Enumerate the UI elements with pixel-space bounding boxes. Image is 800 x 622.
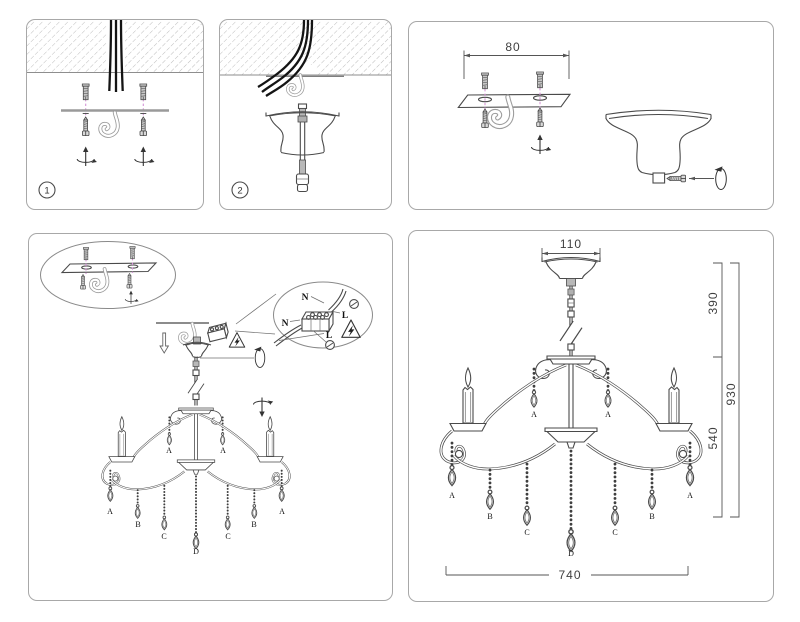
mounting-plate: [457, 93, 572, 109]
rotate-arrow-icon: [134, 145, 156, 167]
plate-detail: [60, 246, 158, 305]
rotate-arrow-icon: [253, 346, 266, 368]
crystal-label: A: [107, 507, 113, 516]
crystal-label: B: [135, 520, 140, 529]
wall-anchor-icon: [536, 71, 544, 89]
screw-icon: [536, 107, 544, 128]
callout-line: [234, 330, 276, 335]
plate-width-value: 80: [505, 40, 520, 54]
warning-triangle-icon: [341, 319, 361, 338]
crystal-label: C: [524, 528, 529, 537]
wire-label-live: L: [326, 331, 332, 341]
wiring-detail: N L N L: [273, 288, 361, 350]
rotate-arrow-icon: [714, 165, 727, 190]
drill-guide-lines: [85, 99, 144, 118]
ground-screw-icon: [325, 340, 335, 350]
crystal-label: A: [687, 491, 693, 500]
ground-screw-icon: [349, 299, 359, 309]
height-dimensions: 390 540 930: [706, 262, 740, 518]
fixture-width-value: 740: [558, 568, 581, 582]
callout-ellipse-plate: [40, 241, 176, 309]
step-number: 2: [237, 185, 242, 196]
ceiling-hook-icon: [98, 110, 120, 138]
dimension-110: 110: [541, 237, 601, 259]
fixture-height-value: 540: [706, 426, 720, 449]
suspension-height-value: 390: [706, 291, 720, 314]
panel-assembly-wiring: N L N L A A A B C D C: [28, 233, 393, 601]
arrow-left-icon: [689, 176, 695, 181]
crystal-label: B: [251, 520, 256, 529]
wall-anchor-icon: [81, 83, 90, 101]
step-badge-circle: [231, 181, 249, 199]
chandelier-drawing: [102, 408, 289, 549]
wire-label-neutral: N: [282, 319, 289, 329]
crystal-label: C: [161, 532, 166, 541]
crystal-labels: A A A B C D C B A: [449, 410, 693, 558]
crystal-label: C: [225, 532, 230, 541]
power-cables-icon: [108, 20, 124, 92]
crystal-labels: A A A B C D C B A: [107, 446, 285, 556]
crystal-label: A: [220, 446, 226, 455]
width-dimension: 740: [445, 566, 689, 582]
wall-anchor-icon: [139, 83, 148, 101]
panel-step1-anchors: 1: [26, 19, 204, 210]
screw-icon: [139, 116, 148, 137]
crystal-label: B: [649, 512, 654, 521]
crystal-label: A: [449, 491, 455, 500]
terminal-block: [301, 309, 334, 334]
suspension-chain: [559, 286, 583, 356]
wire-label-live: L: [342, 311, 348, 321]
panel-dimensions: 110 A A A B C D C B A: [408, 230, 774, 602]
rotate-arrow-icon: [252, 396, 274, 418]
suspension-chain: [187, 356, 205, 406]
crystal-label: A: [166, 446, 172, 455]
canopy-screw-icon: [666, 174, 687, 183]
wire-label-neutral: N: [302, 293, 309, 303]
canopy-small: [182, 336, 212, 359]
rotate-arrow-icon: [530, 133, 552, 155]
overall-height-value: 930: [724, 382, 738, 405]
crystal-label: D: [193, 547, 199, 556]
crystal-label: C: [612, 528, 617, 537]
dimension-80: 80: [463, 40, 570, 79]
terminal-block-small: [206, 321, 229, 343]
canopy: [265, 103, 340, 193]
wall-anchor-icon: [481, 72, 489, 90]
power-cables-icon: [257, 20, 314, 97]
crystal-label: A: [531, 410, 537, 419]
chandelier-drawing: [441, 356, 701, 551]
panel-bracket-dimension: 80: [408, 21, 774, 210]
panel-step2-canopy: 2: [219, 19, 392, 210]
crystal-label: D: [568, 549, 574, 558]
step-badge-circle: [38, 181, 56, 199]
crystal-label: A: [279, 507, 285, 516]
warning-triangle-icon: [228, 332, 246, 348]
ceiling-hook-icon: [178, 321, 197, 346]
screw-icon: [81, 116, 90, 137]
canopy-side-view: [605, 109, 712, 184]
crystal-label: B: [487, 512, 492, 521]
rotate-arrow-icon: [76, 145, 98, 167]
canopy: [541, 256, 601, 287]
crystal-label: A: [605, 410, 611, 419]
step-number: 1: [44, 185, 49, 196]
canopy-width-value: 110: [560, 237, 582, 251]
push-down-arrow-icon: [159, 332, 170, 354]
callout-ellipse-wiring: [273, 281, 373, 349]
callout-line: [235, 293, 277, 325]
